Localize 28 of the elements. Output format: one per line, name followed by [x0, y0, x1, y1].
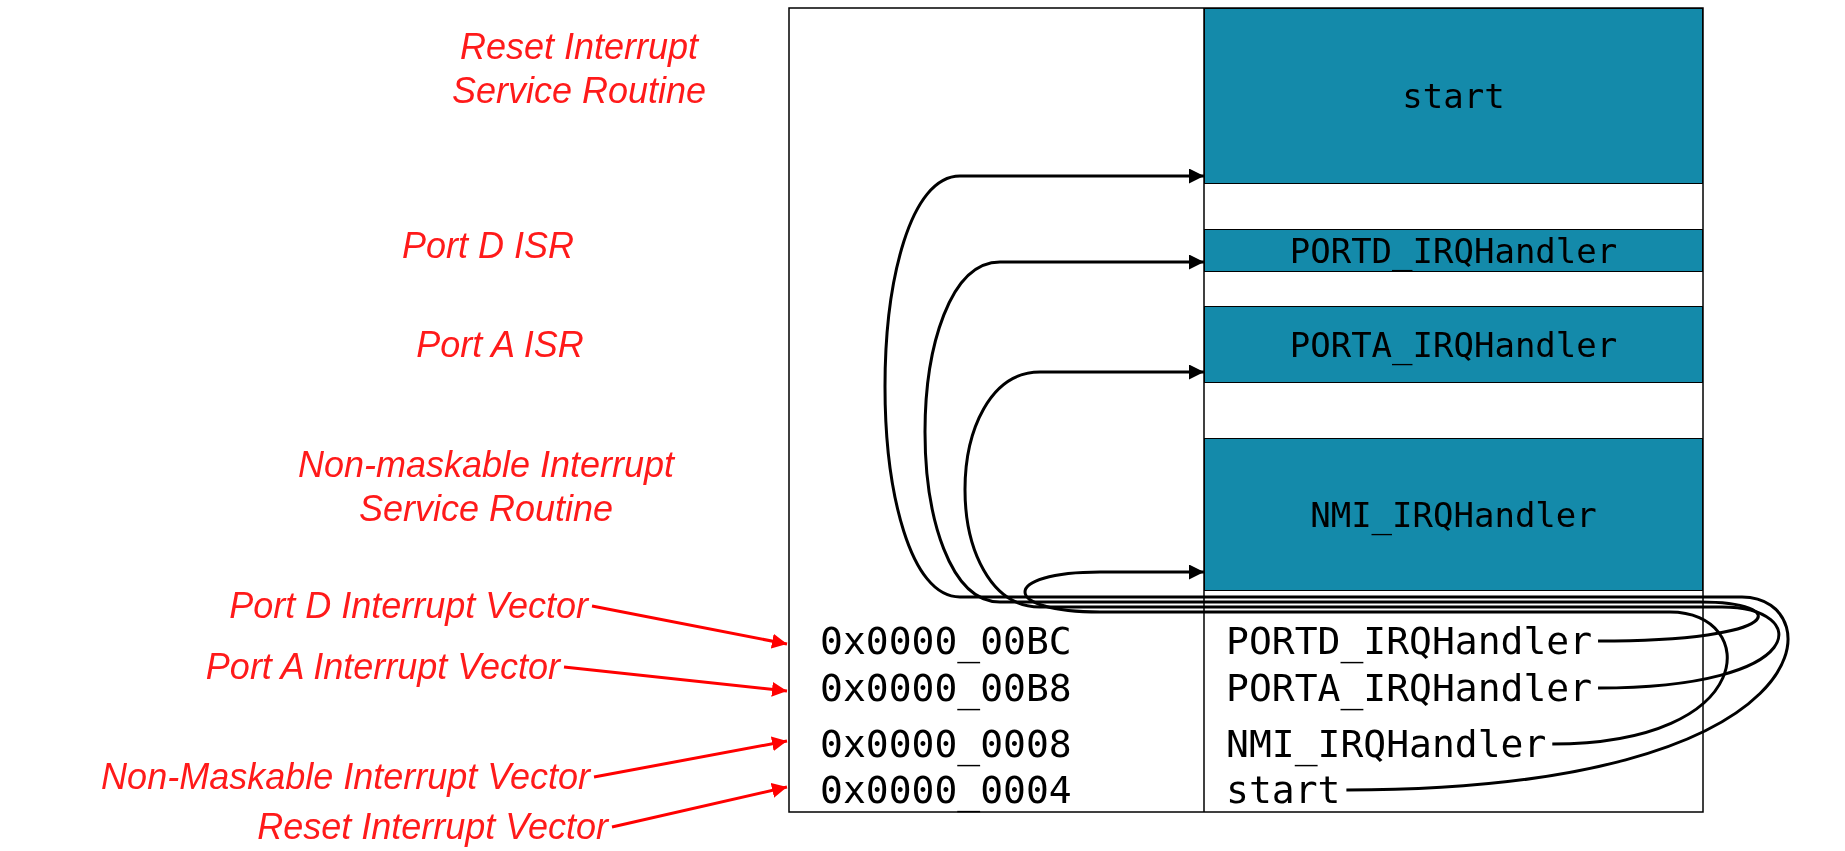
vector-label: Port D Interrupt Vector: [229, 584, 588, 628]
routine-label: Reset Interrupt Service Routine: [450, 25, 708, 113]
address-text: 0x0000_00B8: [820, 666, 1072, 710]
handler-name: PORTD_IRQHandler: [1226, 619, 1593, 663]
routine-label: Port D ISR: [400, 224, 575, 268]
handler-block: PORTD_IRQHandler: [1204, 229, 1703, 272]
arrow: [883, 168, 1789, 792]
arrow: [963, 364, 1780, 690]
address-text: 0x0000_0008: [820, 722, 1072, 766]
routine-label: Non-maskable Interrupt Service Routine: [296, 443, 677, 531]
vector-label: Reset Interrupt Vector: [257, 805, 608, 849]
handler-block: NMI_IRQHandler: [1204, 438, 1703, 591]
vector-label: Non-Maskable Interrupt Vector: [101, 755, 590, 799]
arrow: [593, 736, 788, 779]
arrow: [923, 254, 1758, 643]
handler-name: start: [1226, 768, 1341, 812]
handler-block: PORTA_IRQHandler: [1204, 306, 1703, 383]
arrow: [591, 604, 788, 649]
vector-label: Port A Interrupt Vector: [205, 645, 560, 689]
routine-label: Port A ISR: [415, 323, 585, 367]
handler-name: PORTA_IRQHandler: [1226, 666, 1593, 710]
arrow: [563, 665, 788, 697]
handler-name: NMI_IRQHandler: [1226, 722, 1547, 766]
address-text: 0x0000_00BC: [820, 619, 1072, 663]
arrow: [1025, 564, 1729, 746]
address-text: 0x0000_0004: [820, 768, 1072, 812]
arrow: [611, 783, 788, 829]
handler-block: start: [1204, 8, 1703, 184]
